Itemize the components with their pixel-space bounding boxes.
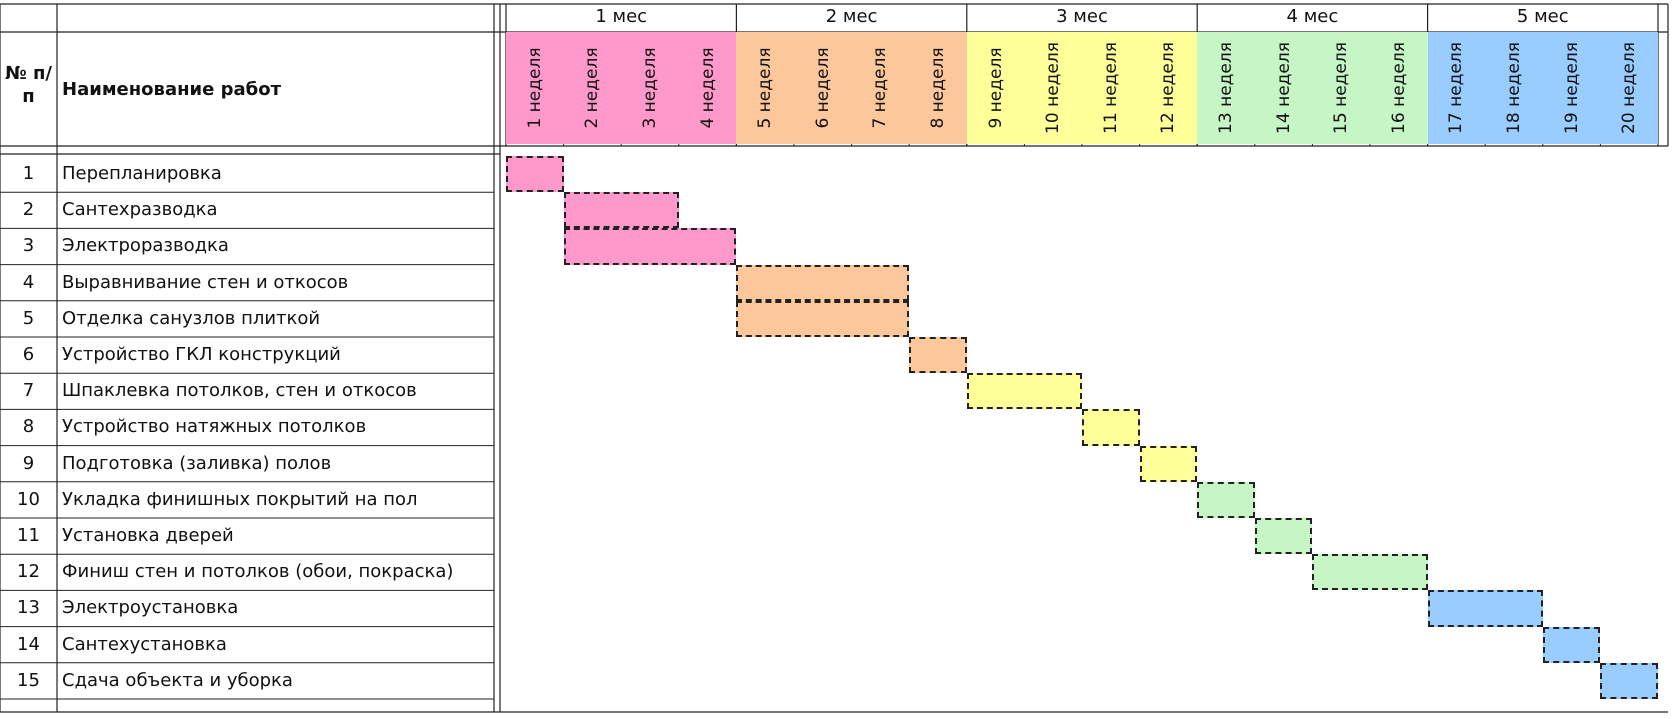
task-bar — [1312, 554, 1428, 591]
task-bar — [736, 264, 910, 301]
week-header-cell: 3 неделя — [621, 32, 679, 144]
week-label: 5 неделя — [755, 47, 776, 129]
week-header-cell: 1 неделя — [506, 32, 564, 144]
week-header-cell: 18 неделя — [1485, 32, 1543, 144]
task-bar — [1254, 518, 1313, 555]
week-header-cell: 19 неделя — [1542, 32, 1601, 144]
task-number: 11 — [17, 525, 40, 546]
week-header-cell: 13 неделя — [1197, 32, 1255, 144]
task-name: Подготовка (заливка) полов — [62, 452, 332, 474]
task-bar — [1139, 445, 1198, 482]
task-bar — [966, 373, 1082, 410]
task-name: Устройство ГКЛ конструкций — [62, 344, 341, 365]
month-label: 4 мес — [1286, 6, 1339, 27]
week-label: 14 неделя — [1273, 42, 1294, 134]
week-label: 9 неделя — [985, 47, 1006, 129]
week-header-cell: 9 неделя — [966, 32, 1025, 144]
task-bar — [563, 228, 737, 265]
task-name: Финиш стен и потолков (обои, покраска) — [62, 561, 454, 583]
task-number: 1 — [22, 163, 35, 184]
task-name: Укладка финишных покрытий на пол — [62, 488, 418, 510]
task-number: 6 — [22, 344, 35, 365]
week-header-cell: 7 неделя — [851, 32, 910, 144]
week-label: 17 неделя — [1446, 42, 1467, 134]
task-bar — [736, 300, 910, 337]
task-name: Установка дверей — [62, 525, 234, 546]
week-label: 20 неделя — [1619, 42, 1640, 134]
task-name: Электроразводка — [62, 235, 229, 257]
week-header-cell: 17 неделя — [1427, 32, 1486, 144]
task-name: Устройство натяжных потолков — [62, 416, 367, 438]
week-label: 1 неделя — [524, 47, 545, 129]
week-label: 15 неделя — [1331, 42, 1352, 134]
header-num-label: № п/п — [5, 63, 52, 107]
week-header-cell: 20 неделя — [1600, 32, 1658, 144]
week-header-cell: 15 неделя — [1312, 32, 1370, 144]
task-bar — [563, 192, 679, 229]
month-label: 5 мес — [1516, 6, 1569, 27]
task-number: 13 — [17, 597, 40, 619]
task-number: 2 — [22, 199, 35, 221]
week-header-cell: 2 неделя — [563, 32, 622, 144]
week-label: 4 неделя — [697, 47, 718, 129]
task-number: 8 — [22, 416, 35, 438]
task-name: Шпаклевка потолков, стен и откосов — [62, 380, 417, 402]
week-label: 12 неделя — [1158, 42, 1179, 134]
task-number: 15 — [17, 669, 40, 691]
week-label: 18 неделя — [1503, 42, 1524, 134]
week-label: 10 неделя — [1043, 42, 1064, 134]
week-label: 7 неделя — [870, 47, 891, 129]
task-number: 3 — [22, 235, 35, 257]
task-name: Перепланировка — [62, 163, 222, 184]
week-label: 13 неделя — [1215, 42, 1236, 134]
week-label: 11 неделя — [1100, 42, 1121, 134]
task-name: Отделка санузлов плиткой — [62, 307, 321, 329]
task-bar — [909, 337, 967, 374]
task-number: 14 — [17, 633, 40, 655]
week-label: 2 неделя — [582, 47, 603, 129]
week-label: 8 неделя — [927, 47, 948, 129]
task-name: Электроустановка — [62, 597, 239, 619]
week-header-cell: 11 неделя — [1082, 32, 1140, 144]
task-number: 7 — [22, 380, 35, 402]
week-header-cell: 5 неделя — [736, 32, 794, 144]
week-header-cell: 8 неделя — [909, 32, 967, 144]
task-number: 9 — [22, 452, 35, 474]
task-bar — [506, 156, 564, 193]
header-name-label: Наименование работ — [62, 79, 282, 100]
week-header-cell: 10 неделя — [1024, 32, 1082, 144]
task-name: Выравнивание стен и откосов — [62, 271, 349, 293]
task-number: 4 — [22, 271, 35, 293]
task-name: Сантехразводка — [62, 199, 218, 221]
week-header-cell: 12 неделя — [1139, 32, 1198, 144]
task-bar — [1427, 590, 1543, 627]
week-header-cell: 14 неделя — [1254, 32, 1313, 144]
task-name: Сдача объекта и уборка — [62, 669, 293, 691]
task-number: 10 — [17, 488, 40, 510]
task-bar — [1600, 662, 1658, 699]
month-label: 2 мес — [825, 6, 878, 27]
week-label: 6 неделя — [812, 47, 833, 129]
month-label: 3 мес — [1056, 6, 1108, 27]
week-label: 16 неделя — [1388, 42, 1409, 134]
task-name: Сантехустановка — [62, 633, 227, 655]
week-header-cell: 16 неделя — [1370, 32, 1428, 144]
week-header-cell: 4 неделя — [678, 32, 737, 144]
task-bar — [1197, 481, 1255, 518]
task-number: 12 — [17, 561, 40, 583]
week-label: 3 неделя — [639, 47, 660, 129]
task-bar — [1082, 409, 1140, 446]
month-label: 1 мес — [595, 6, 648, 27]
week-header-cell: 6 неделя — [794, 32, 852, 144]
task-number: 5 — [22, 307, 35, 329]
week-label: 19 неделя — [1561, 42, 1582, 134]
task-bar — [1542, 626, 1601, 663]
